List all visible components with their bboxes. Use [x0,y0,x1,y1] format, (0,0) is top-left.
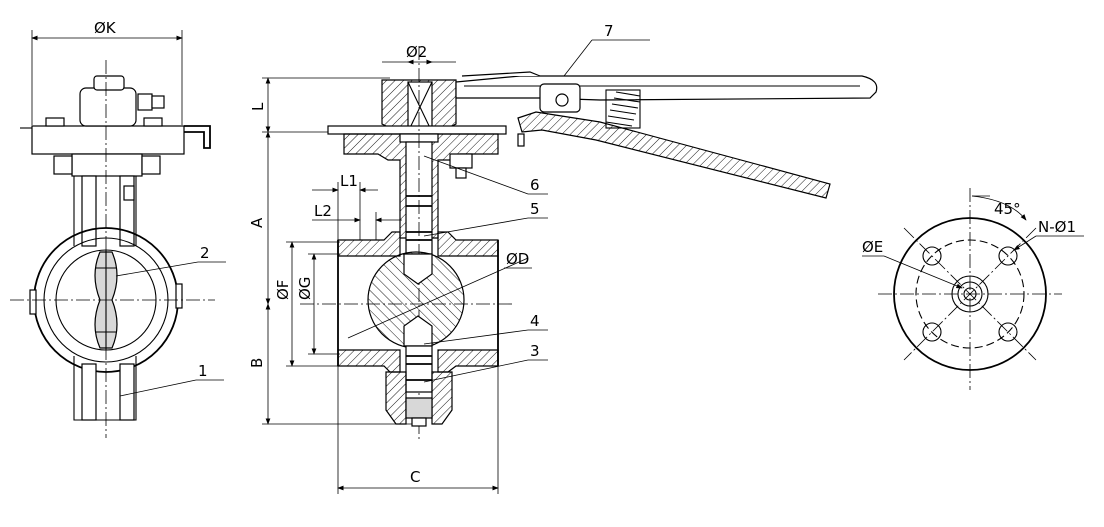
part-1-label: 1 [198,362,208,380]
part-7-label: 7 [604,22,614,40]
left-side-view: ØK [10,19,226,438]
dim-c-label: C [410,468,420,486]
holes-label: N-Ø1 [1038,218,1076,236]
dim-d-label: ØD [506,250,529,268]
dim-phi2-label: Ø2 [406,43,427,61]
section-view: Ø2 L A B ØF ØG L1 L2 C [248,22,878,494]
dim-l-label: L [249,102,267,111]
part-6-label: 6 [530,176,540,194]
dim-f-label: ØF [274,280,292,300]
dim-l2-label: L2 [314,202,332,220]
dim-l1-label: L1 [340,172,358,190]
part-5-label: 5 [530,200,540,218]
dim-b-label: B [248,358,266,368]
flange-view: ØE 45° N-Ø1 [862,188,1084,390]
angle-label: 45° [994,200,1021,218]
part-2-label: 2 [200,244,210,262]
part-4-label: 4 [530,312,540,330]
dim-e-label: ØE [862,238,883,256]
dim-g-label: ØG [296,277,314,300]
dim-a-label: A [248,217,266,228]
dim-k-label: ØK [94,19,117,37]
part-3-label: 3 [530,342,540,360]
